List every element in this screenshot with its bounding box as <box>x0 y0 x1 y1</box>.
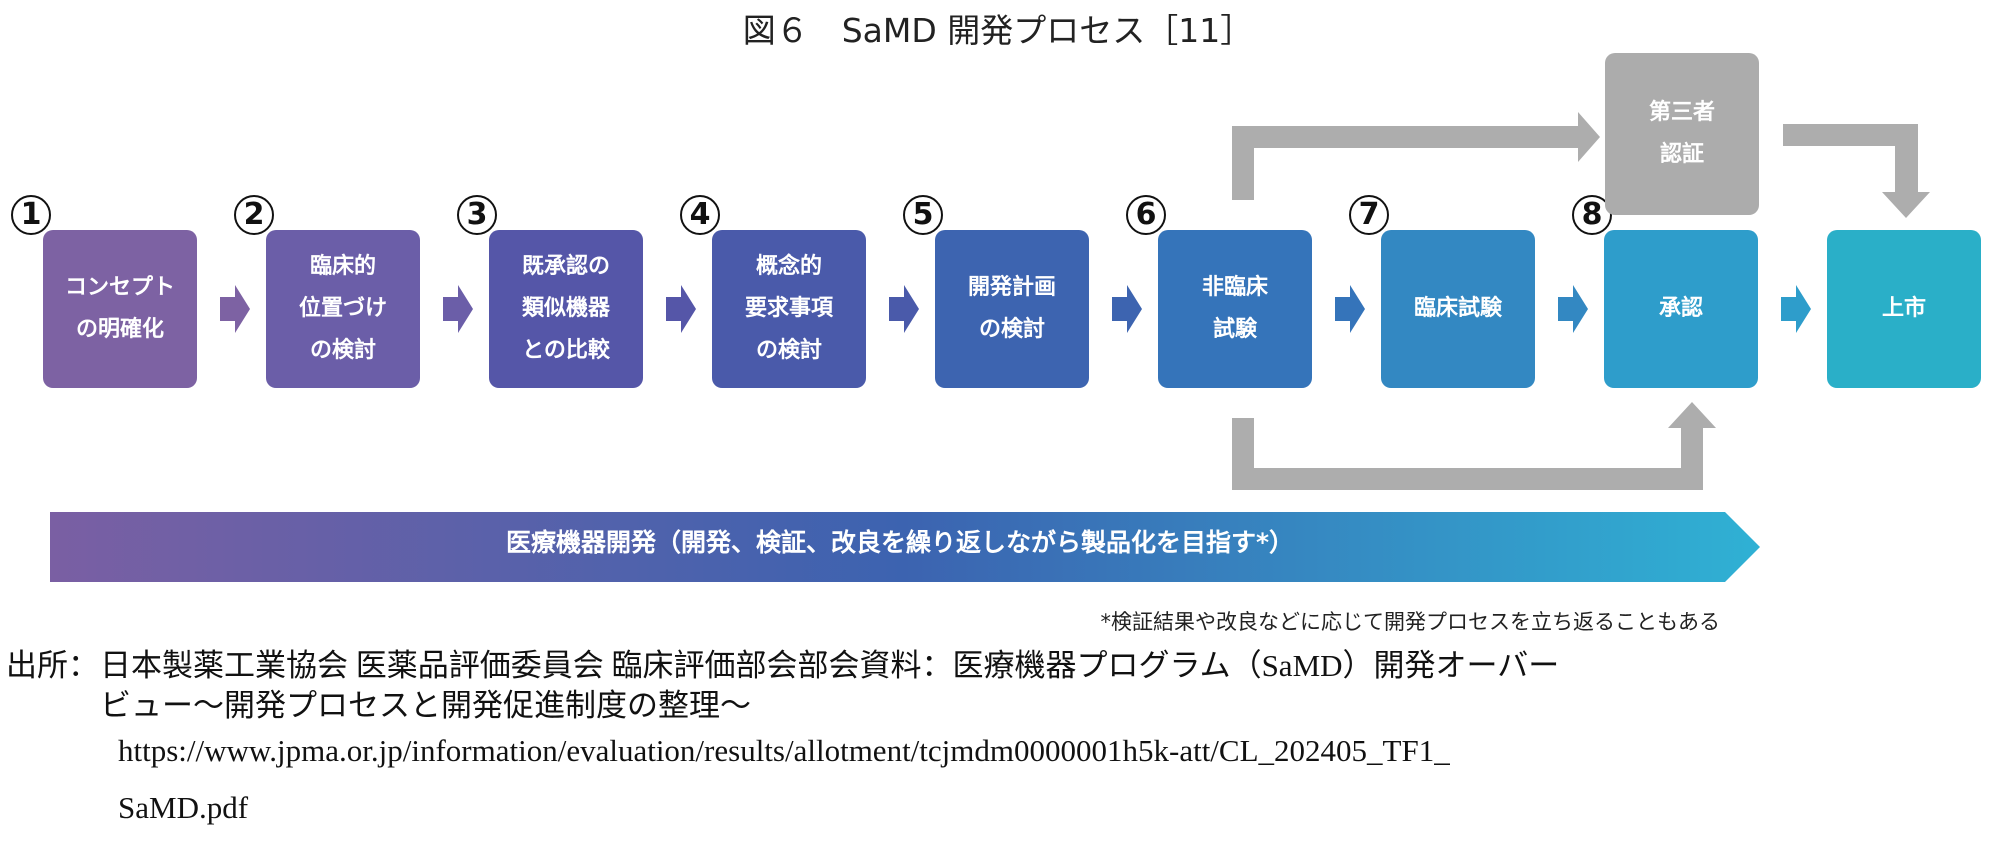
step-arrow-icon <box>220 285 250 333</box>
source-url-line-1: https://www.jpma.or.jp/information/evalu… <box>118 733 1450 768</box>
process-step-box: 臨床試験 <box>1381 230 1535 388</box>
third-party-route-arrow <box>1232 112 1600 200</box>
development-band-arrow <box>50 512 1760 582</box>
third-party-to-market-arrow <box>1783 124 1930 218</box>
step-number: 3 <box>457 195 497 235</box>
source-url-line-2: SaMD.pdf <box>118 790 249 825</box>
process-step-box: 概念的 要求事項 の検討 <box>712 230 866 388</box>
step-number: 1 <box>11 195 51 235</box>
process-step-box: 既承認の 類似機器 との比較 <box>489 230 643 388</box>
step-number: 4 <box>680 195 720 235</box>
step-number: 7 <box>1349 195 1389 235</box>
source-line-2: ビュー～開発プロセスと開発促進制度の整理～ <box>100 688 751 723</box>
source-line-1: 日本製薬工業協会 医薬品評価委員会 臨床評価部会部会資料：医療機器プログラム（S… <box>100 648 1560 683</box>
step-number: 5 <box>903 195 943 235</box>
step-number: 2 <box>234 195 274 235</box>
step-arrow-icon <box>1781 285 1811 333</box>
step-number: 6 <box>1126 195 1166 235</box>
process-step-box: コンセプト の明確化 <box>43 230 197 388</box>
figure-title: 図６ SaMD 開発プロセス［11］ <box>742 11 1254 50</box>
process-step-box: 開発計画 の検討 <box>935 230 1089 388</box>
nonclinical-to-approval-arrow <box>1232 402 1716 490</box>
footnote: *検証結果や改良などに応じて開発プロセスを立ち返ることもある <box>1100 610 1721 634</box>
step-number: 8 <box>1572 195 1612 235</box>
process-step-box: 非臨床 試験 <box>1158 230 1312 388</box>
step-arrow-icon <box>889 285 919 333</box>
development-band-label: 医療機器開発（開発、検証、改良を繰り返しながら製品化を目指す*） <box>505 528 1295 557</box>
third-party-certification-box: 第三者 認証 <box>1605 53 1759 215</box>
step-arrow-icon <box>443 285 473 333</box>
process-step-box: 承認 <box>1604 230 1758 388</box>
step-arrow-icon <box>1558 285 1588 333</box>
step-arrow-icon <box>1335 285 1365 333</box>
process-step-box: 上市 <box>1827 230 1981 388</box>
step-arrow-icon <box>1112 285 1142 333</box>
source-prefix: 出所： <box>6 648 99 683</box>
step-arrow-icon <box>666 285 696 333</box>
process-step-box: 臨床的 位置づけ の検討 <box>266 230 420 388</box>
